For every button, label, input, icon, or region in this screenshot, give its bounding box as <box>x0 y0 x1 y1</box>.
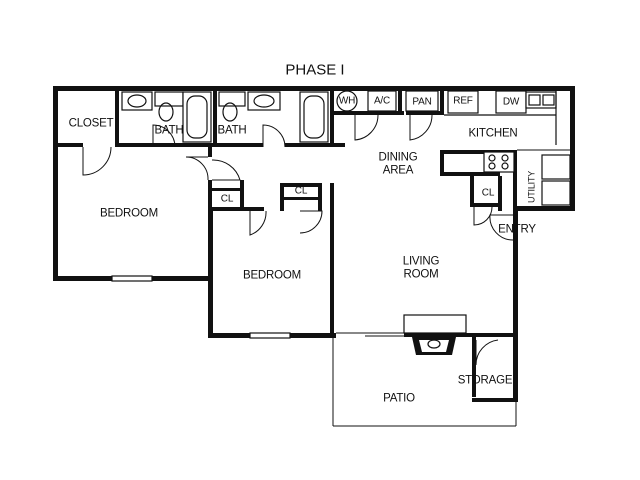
living-label-line1: LIVING <box>402 255 440 268</box>
patio-outline <box>332 332 517 427</box>
bath-2-label: BATH <box>217 124 247 137</box>
windows <box>111 275 291 339</box>
pantry-label: PAN <box>412 96 432 108</box>
bath-1-label: BATH <box>154 124 184 137</box>
water-heater-label: WH <box>338 95 356 107</box>
bath-fixtures <box>121 91 329 143</box>
ac-label: A/C <box>373 95 391 107</box>
refrigerator-label: REF <box>453 95 473 107</box>
patio-label: PATIO <box>383 392 415 405</box>
door-swings <box>82 114 514 366</box>
closet-label: CLOSET <box>68 117 114 130</box>
fireplace <box>403 314 467 355</box>
bedroom-2-closet-label: CL <box>294 185 308 197</box>
kitchen-label: KITCHEN <box>468 127 518 140</box>
living-label-line2: ROOM <box>403 268 439 281</box>
interior-walls <box>53 86 518 402</box>
kitchen-fixtures <box>336 90 571 206</box>
utility-label: UTILITY <box>526 170 537 204</box>
plan-title: PHASE I <box>285 61 345 79</box>
bedroom-2-label: BEDROOM <box>242 269 302 282</box>
storage-label: STORAGE <box>457 374 513 387</box>
dining-label-line2: AREA <box>382 164 414 177</box>
dining-label-line1: DINING <box>378 151 418 164</box>
dishwasher-label: DW <box>502 96 520 108</box>
bedroom-1-label: BEDROOM <box>99 207 159 220</box>
hall-closet-label: CL <box>220 193 234 205</box>
kitchen-closet-label: CL <box>481 187 495 199</box>
entry-label: ENTRY <box>498 223 536 236</box>
